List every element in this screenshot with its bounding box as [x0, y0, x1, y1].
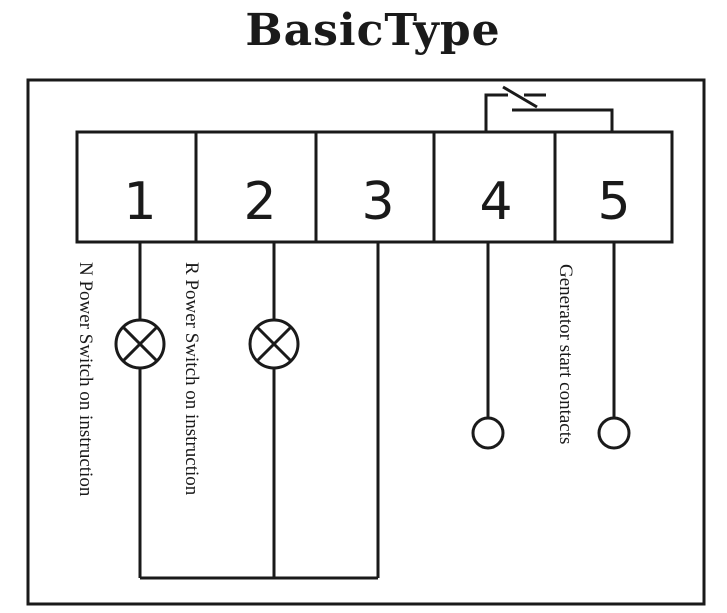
- terminal-number-5: 5: [597, 172, 630, 232]
- terminal-block-border: [75, 130, 674, 244]
- terminal-number-2: 2: [243, 172, 276, 232]
- terminal-number-4: 4: [479, 172, 512, 232]
- label-n-power-switch: N Power Switch on instruction: [75, 262, 96, 497]
- terminal-block: 1 2 3 4 5: [75, 130, 674, 244]
- lamp-icon: [114, 318, 166, 370]
- label-r-power-switch: R Power Switch on instruction: [181, 262, 202, 496]
- lamp-icon: [248, 318, 300, 370]
- terminal-number-3: 3: [361, 172, 394, 232]
- contact-terminal-icon: [597, 416, 631, 450]
- contact-terminal-icon: [471, 416, 505, 450]
- wiring: [138, 242, 616, 580]
- terminal-number-1: 1: [123, 172, 156, 232]
- relay-switch-icon: [484, 85, 614, 132]
- enclosure-border: [26, 78, 706, 606]
- diagram-title: BasicType: [245, 5, 500, 56]
- label-generator-start-contacts: Generator start contacts: [555, 264, 576, 444]
